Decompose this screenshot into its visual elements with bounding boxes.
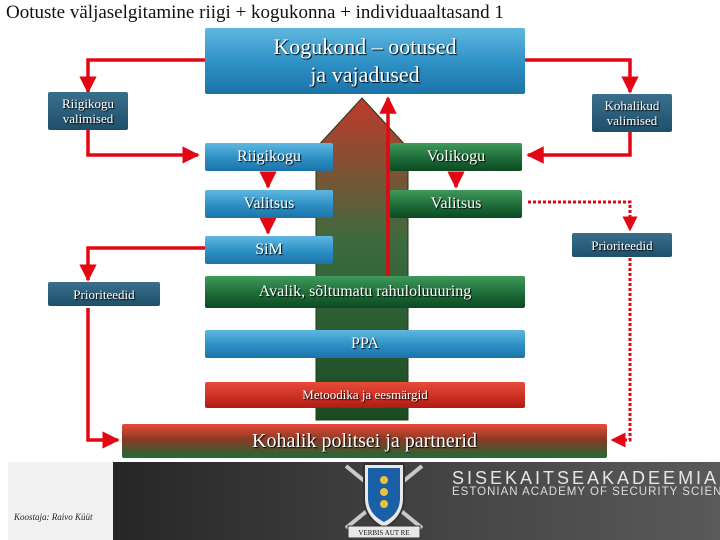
ppa-box: PPA xyxy=(205,330,525,358)
community-line2: ja vajadused xyxy=(310,62,420,87)
academy-name-et: SISEKAITSEAKADEEMIA xyxy=(452,468,720,488)
local-elections-line1: Kohalikud xyxy=(604,98,660,113)
methodology-box: Metoodika ja eesmärgid xyxy=(205,382,525,408)
sim-box: SiM xyxy=(205,236,333,264)
academy-name-en: ESTONIAN ACADEMY OF SECURITY SCIENCES xyxy=(452,486,720,498)
arrow-priorities-to-police xyxy=(86,308,120,449)
valitsus-right-box: Valitsus xyxy=(390,190,522,218)
priorities-right-box: Prioriteedid xyxy=(572,233,672,257)
valitsus-left-box: Valitsus xyxy=(205,190,333,218)
priorities-left-box: Prioriteedid xyxy=(48,282,160,306)
local-elections-line2: valimised xyxy=(606,113,658,128)
local-elections-box: Kohalikud valimised xyxy=(592,94,672,132)
arrow-community-to-state-elections xyxy=(79,58,205,94)
arrow-sim-to-priorities xyxy=(79,246,205,282)
author-credit: Koostaja: Raivo Küüt xyxy=(14,512,93,522)
footer-author-panel xyxy=(8,462,113,540)
page-title: Ootuste väljaselgitamine riigi + kogukon… xyxy=(6,2,504,23)
community-box: Kogukond – ootused ja vajadused xyxy=(205,28,525,94)
state-elections-line2: valimised xyxy=(62,111,114,126)
arrow-state-elections-to-riigikogu xyxy=(86,130,200,164)
dotted-arrow-priorities-to-police xyxy=(610,258,632,448)
state-elections-box: Riigikogu valimised xyxy=(48,92,128,130)
state-elections-line1: Riigikogu xyxy=(61,96,114,111)
motto-text: VERBIS AUT RE xyxy=(358,529,409,537)
police-box: Kohalik politsei ja partnerid xyxy=(122,424,607,458)
arrow-community-to-local-elections xyxy=(525,58,639,94)
riigikogu-box: Riigikogu xyxy=(205,143,333,171)
volikogu-box: Volikogu xyxy=(390,143,522,171)
academy-emblem-icon: VERBIS AUT RE xyxy=(344,463,424,539)
dotted-arrow-valitsus-to-priorities xyxy=(528,200,638,232)
arrow-local-elections-to-volikogu xyxy=(526,132,632,164)
community-line1: Kogukond – ootused xyxy=(273,34,457,59)
survey-box: Avalik, sõltumatu rahuloluuuring xyxy=(205,276,525,308)
